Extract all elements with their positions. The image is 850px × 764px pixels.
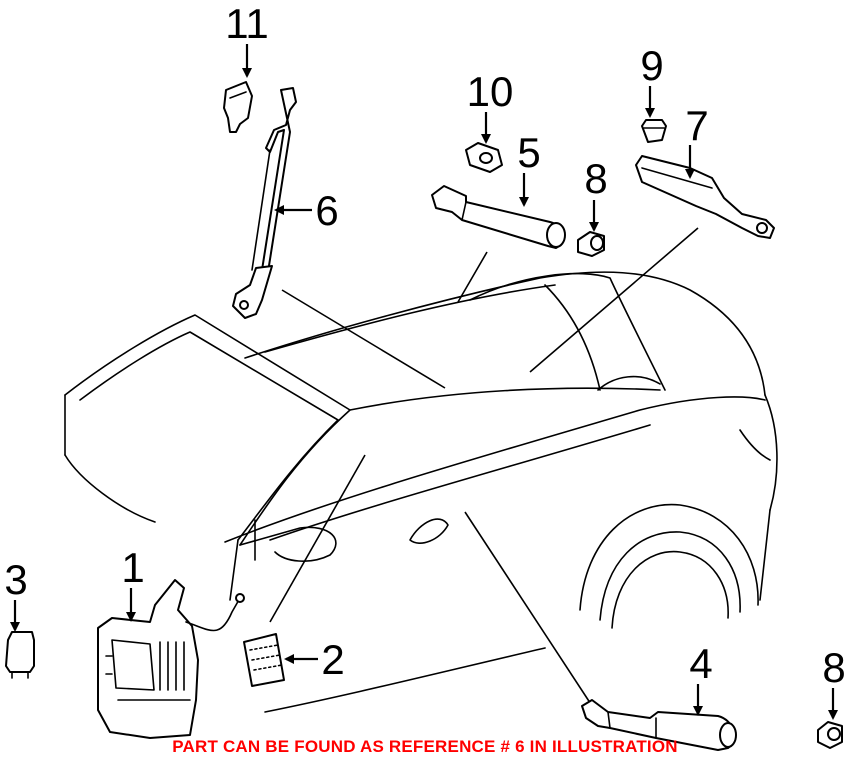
callout-10: 10 — [467, 68, 514, 115]
callout-arrows — [10, 44, 838, 720]
part-3-relay — [5, 631, 35, 679]
part-11-plug — [223, 81, 253, 133]
callout-4: 4 — [689, 640, 712, 687]
callout-8-bottom: 8 — [822, 644, 845, 691]
part-8-bushing-top — [577, 231, 605, 257]
callout-1: 1 — [121, 544, 144, 591]
callout-numbers: 11 10 9 7 5 8 6 1 3 2 4 8 — [4, 0, 845, 691]
part-4-cylinder — [581, 699, 737, 751]
callout-7: 7 — [685, 102, 708, 149]
part-8-bushing-bottom — [817, 721, 843, 749]
part-9-cap — [641, 119, 667, 143]
callout-8-top: 8 — [584, 155, 607, 202]
part-7-bracket — [635, 155, 775, 239]
part-2-pad — [243, 633, 285, 687]
callout-11: 11 — [225, 0, 269, 47]
part-5-cylinder — [431, 185, 566, 249]
callout-9: 9 — [640, 42, 663, 89]
part-1-hydraulic-unit — [97, 579, 245, 739]
leader-lines — [269, 227, 699, 719]
part-10-block — [465, 142, 503, 173]
callout-5: 5 — [517, 129, 540, 176]
callout-6: 6 — [315, 187, 338, 234]
callout-3: 3 — [4, 556, 27, 603]
footnote: PART CAN BE FOUND AS REFERENCE # 6 IN IL… — [172, 737, 678, 756]
callout-2: 2 — [321, 636, 344, 683]
part-6-strut — [232, 87, 297, 319]
car-outline — [64, 271, 778, 713]
